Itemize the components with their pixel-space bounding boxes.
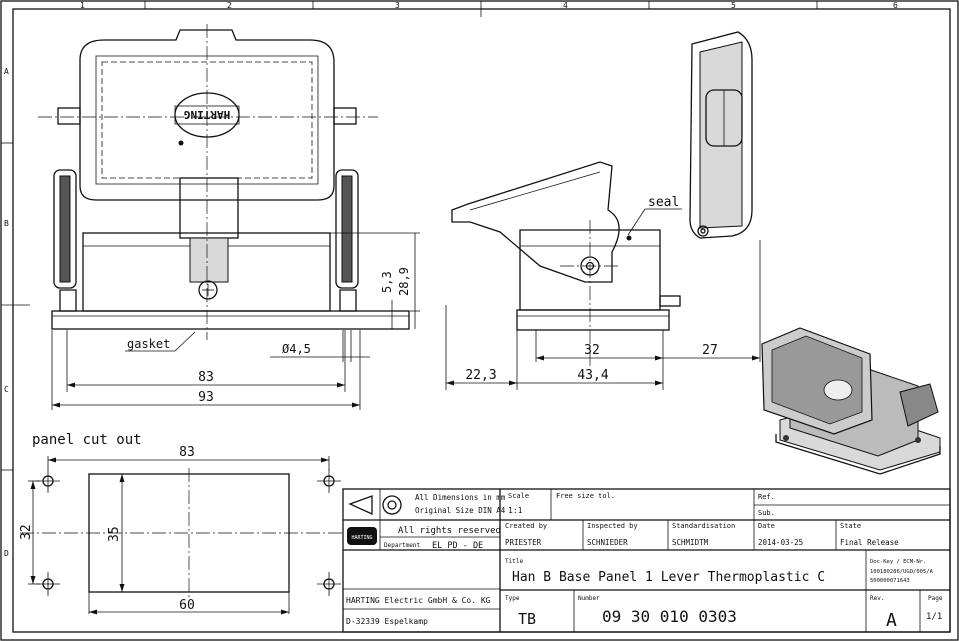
hood [79,29,335,201]
dim-27: 27 [702,343,718,358]
inspected-label: Inspected by [587,522,638,530]
column-1: 1 [80,1,85,10]
size-note: Original Size DIN A4 [415,506,506,515]
created-value: PRIESTER [505,538,542,547]
page-label: Page [928,595,943,602]
rev-label: Rev. [870,595,884,602]
side-view: seal 22,3 43,4 32 27 [445,31,761,390]
column-markers: 1 2 3 4 5 6 [80,1,898,17]
company-address: D-32339 Espelkamp [346,617,428,626]
side-lever [451,161,620,283]
scale-label: Scale [508,492,529,500]
row-C: C [4,385,9,394]
standard-label: Standardisation [672,522,735,530]
column-6: 6 [893,1,898,10]
housing-base [82,232,331,312]
cutout-dim-83: 83 [179,445,195,460]
department-label: Department [384,542,421,549]
side-housing [519,229,661,311]
logo-small-text: HARTING [351,535,372,541]
isometric-preview [761,327,941,475]
doc-key-2: 500000071643 [870,578,910,584]
type-label: Type [505,595,520,602]
type-value: TB [518,610,536,628]
left-lever [53,169,77,289]
title-block: All Dimensions in mm Original Size DIN A… [342,488,951,633]
inspected-value: SCHNIEDER [587,538,628,547]
state-value: Final Release [840,538,899,547]
cutout-dim-32: 32 [19,524,34,540]
screw-icon [198,280,218,300]
cutout-title: panel cut out [32,432,142,448]
row-B: B [4,219,9,228]
inner-frame [12,8,951,633]
dim-height-5-3: 5,3 [380,271,394,293]
date-value: 2014-03-25 [758,538,803,547]
dimensions-note: All Dimensions in mm [415,493,506,502]
panel-cutout: panel cut out 83 60 32 35 [19,432,345,615]
cutout-dim-35: 35 [107,526,122,542]
column-4: 4 [563,1,568,10]
dim-43-4: 43,4 [577,368,608,383]
date-label: Date [758,522,775,530]
doc-key-label: Doc-Key / ECM-Nr. [870,559,926,565]
company-name: HARTING Electric GmbH & Co. KG [346,596,491,605]
dim-32: 32 [584,343,600,358]
base-plate [51,310,410,330]
row-A: A [4,67,9,76]
number-value: 09 30 010 0303 [602,607,737,626]
column-3: 3 [395,1,400,10]
rights-text: All rights reserved [398,526,501,536]
title-block-frame [342,488,951,633]
number-label: Number [578,595,600,602]
right-lever [335,169,359,289]
page-value: 1/1 [926,612,942,622]
dim-hole: Ø4,5 [282,342,311,356]
dim-height-28-9: 28,9 [397,267,411,296]
latch [179,177,239,239]
created-label: Created by [505,522,547,530]
state-label: State [840,522,861,530]
cutout-dim-60: 60 [179,598,195,613]
standard-value: SCHMIDTM [672,538,709,547]
scale-value: 1:1 [508,506,523,515]
column-5: 5 [731,1,736,10]
doc-key-1: 100180286/UGD/005/A [870,569,934,575]
row-D: D [4,549,9,558]
row-markers: A B C D [1,67,30,558]
projection-symbol-icon [348,495,402,516]
title-value: Han B Base Panel 1 Lever Thermoplastic C [512,570,825,585]
side-base-plate [516,309,670,331]
side-hood [689,31,753,239]
harting-company-logo-icon: HARTING [347,527,377,545]
dim-width-93: 93 [198,390,214,405]
dim-22-3: 22,3 [465,368,496,383]
department-value: EL PD - DE [432,541,483,551]
sub-label: Sub. [758,509,775,517]
gasket-label: gasket [127,337,170,351]
dim-width-83: 83 [198,370,214,385]
seal-label: seal [648,195,679,210]
front-view: HARTING 83 93 Ø4,5 gasket [38,24,420,410]
rev-value: A [886,610,897,631]
ref-label: Ref. [758,493,775,501]
column-2: 2 [227,1,232,10]
tolerance-label: Free size tol. [556,492,615,500]
title-label: Title [505,558,523,565]
